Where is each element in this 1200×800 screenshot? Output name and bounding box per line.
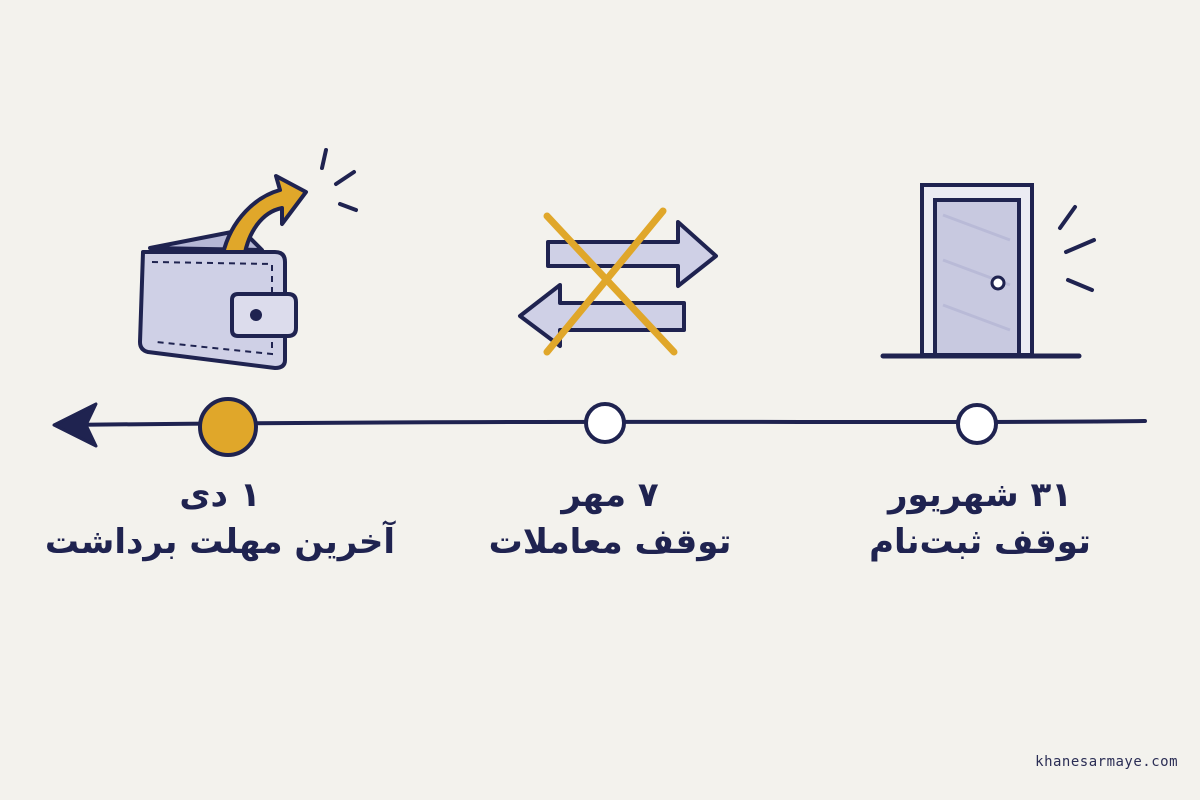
milestone-label-withdrawal: ۱ دی آخرین مهلت برداشت: [30, 474, 410, 563]
milestone-marker-withdrawal: [198, 397, 258, 457]
milestone-event-registration: توقف ثبت‌نام: [869, 521, 1091, 562]
door-icon: [880, 183, 1096, 359]
milestone-event-withdrawal: آخرین مهلت برداشت: [44, 521, 396, 562]
milestone-label-trading: ۷ مهر توقف معاملات: [480, 474, 740, 563]
milestone-event-trading: توقف معاملات: [488, 521, 732, 562]
watermark: khanesarmaye.com: [1035, 754, 1178, 770]
milestone-marker-trading: [584, 402, 626, 444]
milestone-marker-registration: [956, 403, 998, 445]
timeline-axis: [52, 402, 1147, 448]
wallet-withdraw-icon: [138, 148, 358, 370]
milestone-date-trading: ۷ مهر: [561, 475, 659, 515]
arrow-left-icon: [52, 402, 98, 448]
crossed-arrows-icon: [518, 207, 718, 356]
milestone-date-withdrawal: ۱ دی: [179, 475, 261, 515]
milestone-label-registration: ۳۱ شهریور توقف ثبت‌نام: [860, 474, 1100, 563]
milestone-date-registration: ۳۱ شهریور: [887, 475, 1073, 515]
